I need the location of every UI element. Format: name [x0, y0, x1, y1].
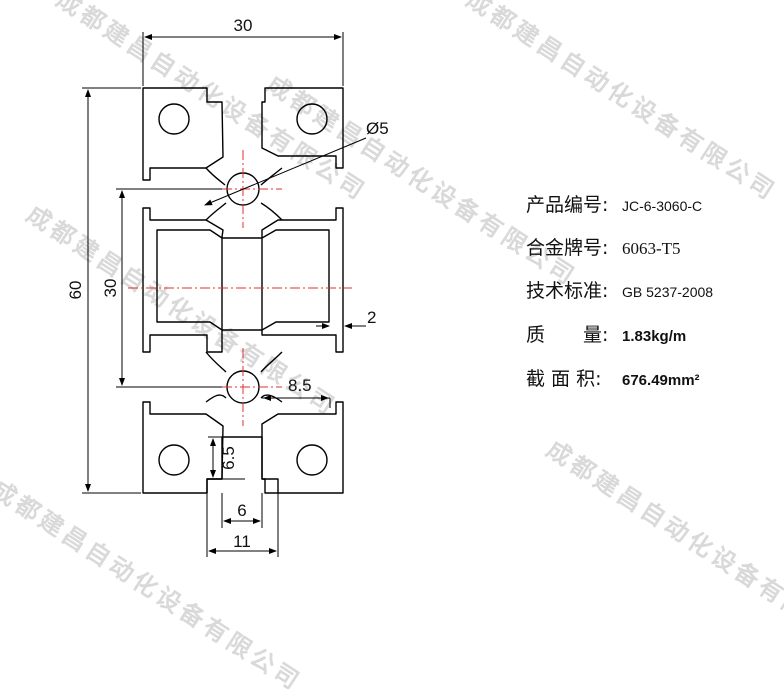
spec-standard: 技术标准: GB 5237-2008 [526, 276, 713, 303]
dim-height-inner: 30 [101, 279, 120, 298]
dim-hole-diameter: Ø5 [366, 119, 389, 138]
spec-product-number: 产品编号: JC-6-3060-C [526, 190, 702, 217]
corner-hole-tr [296, 103, 328, 135]
dim-wall-thickness: 2 [367, 308, 376, 327]
spec-value: 676.49mm² [622, 372, 700, 389]
corner-hole-bl [158, 444, 190, 476]
corner-hole-tl [158, 103, 190, 135]
spec-value: GB 5237-2008 [622, 284, 714, 300]
spec-alloy-grade: 合金牌号: 6063-T5 [526, 233, 681, 260]
dim-slot-depth: 6.5 [219, 446, 238, 470]
spec-label: 产品编号: [526, 194, 609, 216]
dim-slot-width: 11 [233, 532, 251, 551]
inner-cavity [156, 229, 330, 331]
spec-label: 截 面 积: [526, 368, 602, 390]
corner-hole-br [296, 444, 328, 476]
spec-value: 6063-T5 [622, 239, 681, 258]
dim-slot-opening: 6 [237, 501, 246, 520]
spec-label: 技术标准: [526, 280, 609, 302]
spec-label: 合金牌号: [526, 237, 609, 259]
spec-value: JC-6-3060-C [622, 198, 703, 214]
centerlines [128, 150, 352, 426]
dimension-lines [82, 32, 367, 557]
dim-height-total: 60 [66, 281, 85, 300]
dim-slot-depth-offset: 8.5 [288, 376, 312, 395]
dim-width-top: 30 [234, 16, 253, 35]
spec-section-area: 截 面 积: 676.49mm² [526, 364, 700, 391]
spec-label: 质 量: [526, 324, 609, 346]
spec-value: 1.83kg/m [622, 328, 687, 345]
outer-contour [142, 87, 224, 181]
spec-weight: 质 量: 1.83kg/m [526, 320, 686, 347]
profile-outline [142, 87, 344, 494]
profile-drawing: 30 60 30 Ø5 2 8.5 6.5 6 11 [66, 16, 389, 557]
